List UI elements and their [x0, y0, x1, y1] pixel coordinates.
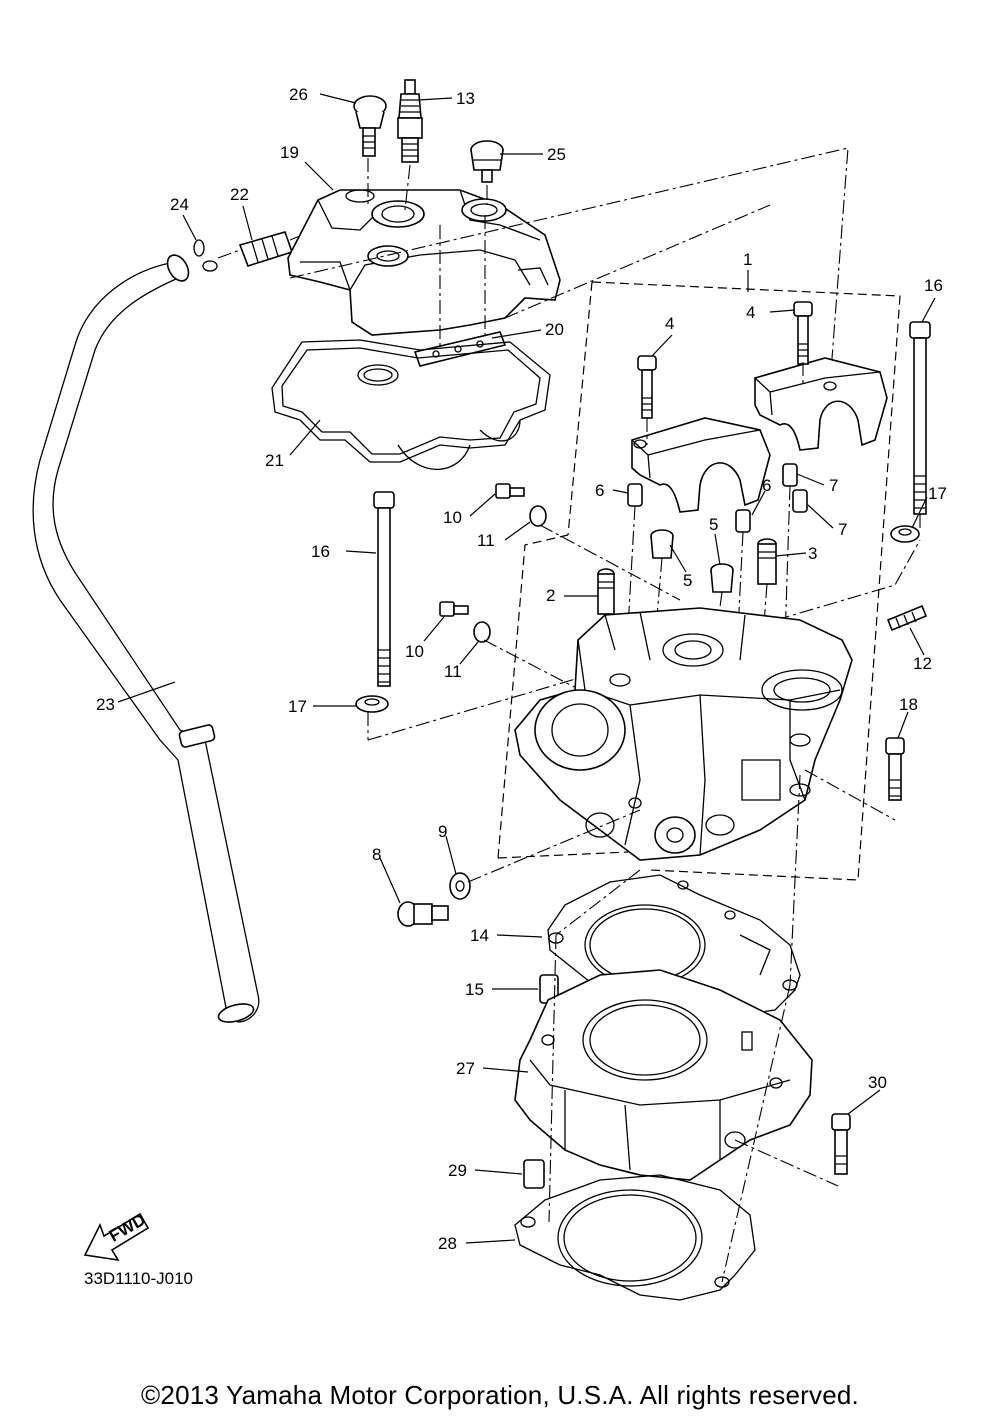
base-gasket	[514, 1174, 756, 1301]
assembly-outline	[567, 281, 901, 881]
callout-17: 17	[928, 484, 947, 503]
callout-labels: 26 13 25 19 24 22 1 16 4 4 20 21 7 17 6 …	[96, 85, 947, 1253]
callout-11: 11	[444, 662, 462, 681]
bolt-8	[397, 901, 449, 927]
callout-1: 1	[743, 250, 752, 269]
plug-5-right	[710, 563, 734, 593]
callout-6: 6	[762, 476, 771, 495]
washer-11-upper	[529, 505, 547, 527]
bolt-18	[885, 737, 905, 801]
callout-6: 6	[595, 481, 604, 500]
callout-20: 20	[545, 320, 564, 339]
callout-5: 5	[683, 571, 692, 590]
callout-24: 24	[170, 195, 189, 214]
callout-9: 9	[438, 822, 447, 841]
head-stud-bolt-right	[909, 321, 931, 515]
cylinder-block	[514, 969, 813, 1181]
cover-gasket	[271, 339, 551, 470]
callout-30: 30	[868, 1073, 887, 1092]
callout-8: 8	[372, 845, 381, 864]
camshaft-cap-right	[754, 357, 888, 451]
valve-guide-2	[597, 568, 615, 615]
leader-lines	[117, 93, 936, 1244]
head-stud-bolt-left	[373, 491, 395, 687]
washer-11-lower	[473, 621, 491, 643]
cap-bolt-right	[793, 301, 813, 365]
hose-clip	[193, 239, 218, 272]
callout-27: 27	[456, 1059, 475, 1078]
bolt-10-upper	[495, 483, 525, 499]
callout-15: 15	[465, 980, 484, 999]
callout-21: 21	[265, 451, 284, 470]
callout-16: 16	[311, 542, 330, 561]
callout-13: 13	[456, 89, 475, 108]
callout-23: 23	[96, 695, 115, 714]
callout-7: 7	[838, 520, 847, 539]
cap-bolt-left	[637, 355, 657, 419]
bolt-30	[831, 1113, 851, 1175]
callout-5: 5	[709, 515, 718, 534]
callout-3: 3	[808, 544, 817, 563]
callout-4: 4	[665, 314, 674, 333]
breather-joint	[238, 231, 294, 267]
callout-18: 18	[899, 695, 918, 714]
copyright-notice: ©2013 Yamaha Motor Corporation, U.S.A. A…	[141, 1380, 859, 1410]
callout-2: 2	[546, 586, 555, 605]
callout-19: 19	[280, 143, 299, 162]
diagram-code: 33D1110-J010	[84, 1269, 194, 1288]
breather-hose	[32, 254, 260, 1023]
washer-9	[449, 872, 471, 900]
camshaft-cap-left	[631, 417, 771, 513]
callout-4: 4	[746, 303, 755, 322]
callout-22: 22	[230, 185, 249, 204]
fwd-arrow-icon: FWD	[83, 1210, 150, 1262]
callout-12: 12	[913, 654, 932, 673]
callout-28: 28	[438, 1234, 457, 1253]
cylinder-head-cover	[287, 189, 561, 336]
bolt-10-lower	[439, 601, 469, 617]
callout-26: 26	[289, 85, 308, 104]
callout-10: 10	[443, 508, 462, 527]
cover-grommet	[470, 140, 504, 183]
cover-bolt	[353, 95, 387, 157]
callout-7: 7	[829, 476, 838, 495]
cylinder-head	[514, 607, 853, 861]
callout-14: 14	[470, 926, 489, 945]
head-washer-right	[890, 525, 920, 543]
plug-5-left	[650, 529, 674, 559]
callout-10: 10	[405, 642, 424, 661]
callout-29: 29	[448, 1161, 467, 1180]
callout-16: 16	[924, 276, 943, 295]
dowel-29	[523, 1159, 545, 1189]
callout-25: 25	[547, 145, 566, 164]
stud-bolt-12	[886, 604, 928, 632]
spark-plug	[397, 79, 423, 163]
head-washer-left	[355, 695, 389, 713]
callout-11: 11	[477, 531, 495, 550]
valve-guide-3	[757, 538, 777, 585]
callout-17: 17	[288, 697, 307, 716]
